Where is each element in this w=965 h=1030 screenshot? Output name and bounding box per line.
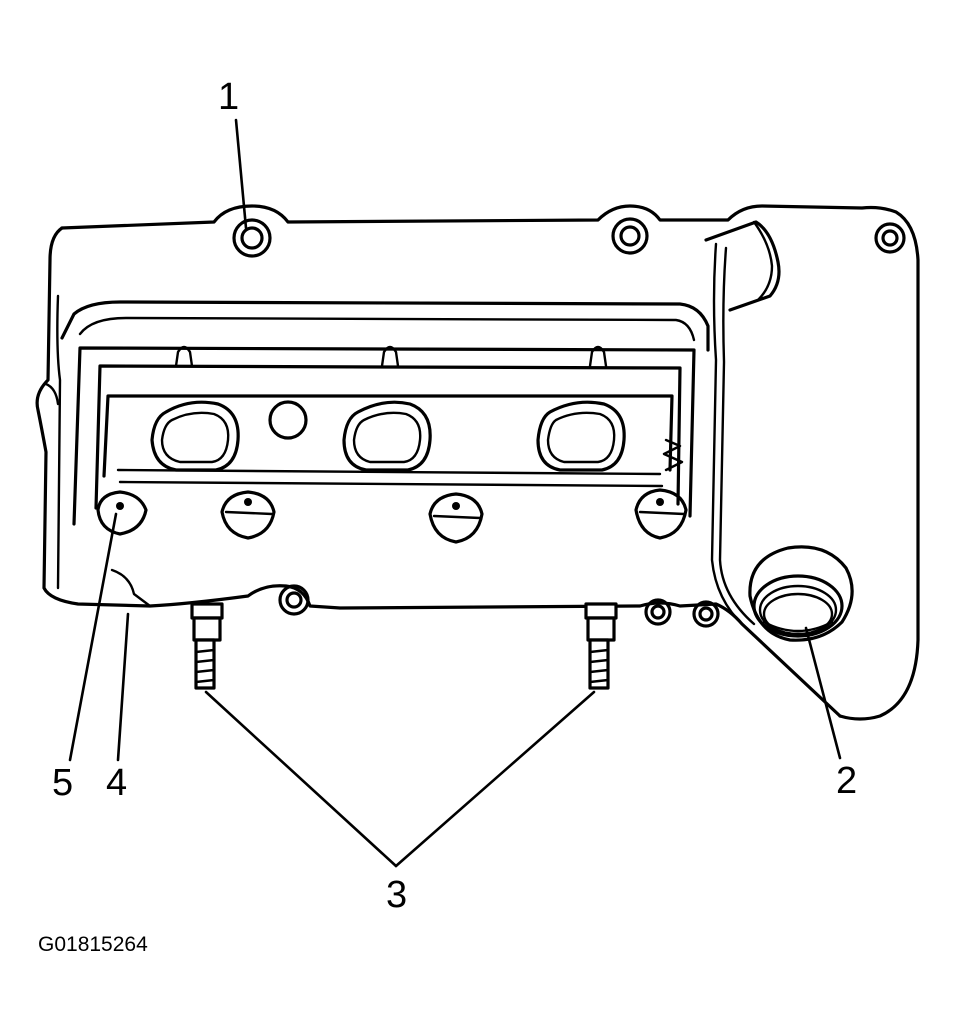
leader-4 — [116, 612, 130, 762]
plug-hole-blank — [268, 400, 308, 440]
top-bolt-1 — [232, 218, 272, 258]
leader-2 — [804, 626, 842, 760]
leader-1 — [234, 118, 248, 230]
top-bolt-3 — [874, 222, 906, 254]
leader-lines — [68, 118, 842, 868]
port-3 — [536, 400, 626, 472]
gasket-edge — [110, 568, 152, 608]
cover-bolts — [232, 217, 906, 628]
port-2 — [342, 400, 432, 472]
mounting-studs — [190, 602, 618, 690]
coil-bay — [72, 345, 696, 526]
boss-3 — [428, 492, 484, 544]
callout-2: 2 — [836, 760, 858, 802]
boss-4 — [634, 488, 688, 540]
stud-left — [190, 602, 224, 690]
callout-5: 5 — [52, 762, 74, 804]
callout-1: 1 — [218, 76, 240, 118]
valve-cover-body — [35, 204, 920, 721]
spark-plug-ports — [150, 400, 684, 472]
filler-housing — [704, 220, 781, 628]
callout-4: 4 — [106, 762, 128, 804]
boss-1 — [96, 490, 148, 536]
top-bolt-2 — [611, 217, 649, 255]
oil-filler-neck — [748, 545, 854, 642]
port-1 — [150, 400, 240, 472]
figure-id: G01815264 — [38, 933, 148, 956]
leader-5 — [68, 512, 118, 762]
bolt-bosses — [96, 488, 688, 544]
boss-2 — [220, 490, 276, 540]
bottom-bolt-1 — [278, 584, 310, 616]
stud-right — [584, 602, 618, 690]
leader-3a — [204, 690, 398, 868]
callout-3: 3 — [386, 874, 408, 916]
leader-3b — [394, 690, 596, 868]
bottom-bolt-2 — [644, 598, 672, 626]
bottom-bolt-3 — [692, 600, 720, 628]
